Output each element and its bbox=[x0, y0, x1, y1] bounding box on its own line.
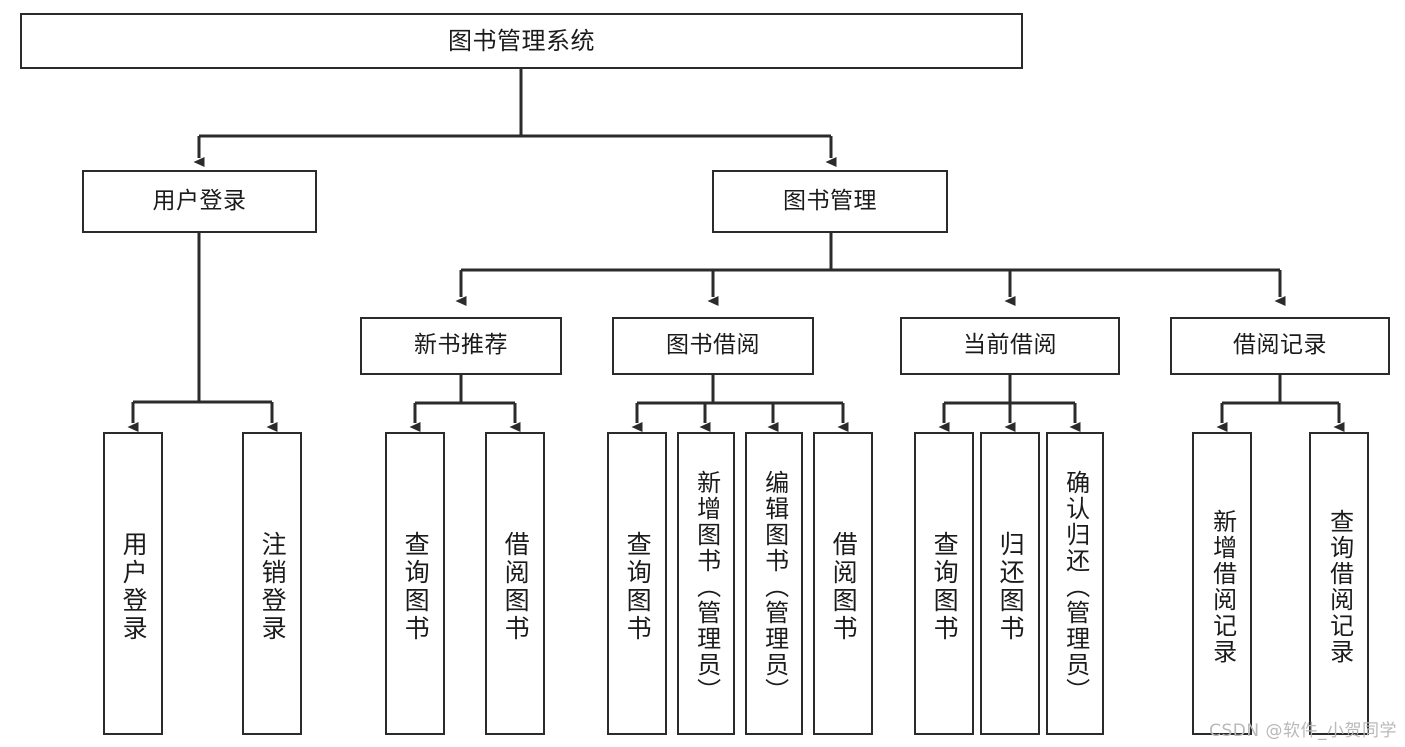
leaf-query-borrow-record[interactable]: 查询借阅记录 bbox=[1309, 432, 1369, 735]
node-label: 借阅图书 bbox=[829, 530, 859, 643]
leaf-borrow-book-recommendation[interactable]: 借阅图书 bbox=[485, 432, 545, 735]
node-label: 查询图书 bbox=[623, 530, 653, 643]
node-label: 归还图书 bbox=[996, 530, 1026, 643]
leaf-confirm-return-admin[interactable]: 确认归还（管理员） bbox=[1046, 432, 1104, 735]
node-borrow-record[interactable]: 借阅记录 bbox=[1170, 317, 1390, 375]
node-user-login[interactable]: 用户登录 bbox=[82, 170, 317, 233]
leaf-query-book-current[interactable]: 查询图书 bbox=[914, 432, 974, 735]
node-label: 查询图书 bbox=[930, 530, 960, 643]
leaf-return-book[interactable]: 归还图书 bbox=[980, 432, 1040, 735]
node-label: 新增图书（管理员） bbox=[692, 469, 721, 704]
leaf-query-book-borrow[interactable]: 查询图书 bbox=[607, 432, 667, 735]
leaf-query-book-recommendation[interactable]: 查询图书 bbox=[385, 432, 445, 735]
node-root-system[interactable]: 图书管理系统 bbox=[20, 13, 1023, 69]
node-label: 借阅图书 bbox=[501, 530, 531, 643]
node-label: 注销登录 bbox=[258, 530, 288, 643]
leaf-user-login[interactable]: 用户登录 bbox=[103, 432, 163, 735]
node-label: 用户登录 bbox=[119, 530, 149, 643]
node-label: 确认归还（管理员） bbox=[1061, 469, 1090, 704]
node-label: 新增借阅记录 bbox=[1208, 508, 1237, 665]
csdn-watermark: CSDN @软件_小贺同学 bbox=[1209, 721, 1397, 741]
node-label: 用户登录 bbox=[152, 187, 247, 214]
leaf-edit-book-admin[interactable]: 编辑图书（管理员） bbox=[745, 432, 803, 735]
node-label: 图书管理 bbox=[783, 187, 877, 214]
node-current-borrow[interactable]: 当前借阅 bbox=[900, 317, 1120, 375]
node-label: 新书推荐 bbox=[414, 332, 508, 359]
node-label: 查询图书 bbox=[401, 530, 431, 643]
node-label: 查询借阅记录 bbox=[1325, 508, 1354, 665]
node-label: 图书借阅 bbox=[666, 332, 760, 359]
node-label: 借阅记录 bbox=[1233, 332, 1327, 359]
leaf-logout[interactable]: 注销登录 bbox=[242, 432, 302, 735]
node-book-management[interactable]: 图书管理 bbox=[712, 170, 948, 233]
node-label: 当前借阅 bbox=[963, 332, 1057, 359]
leaf-borrow-book-borrow[interactable]: 借阅图书 bbox=[813, 432, 873, 735]
node-new-book-recommendation[interactable]: 新书推荐 bbox=[360, 317, 562, 375]
node-book-borrow[interactable]: 图书借阅 bbox=[612, 317, 814, 375]
node-label: 编辑图书（管理员） bbox=[760, 469, 789, 704]
leaf-add-borrow-record[interactable]: 新增借阅记录 bbox=[1192, 432, 1252, 735]
leaf-add-book-admin[interactable]: 新增图书（管理员） bbox=[677, 432, 735, 735]
node-label: 图书管理系统 bbox=[448, 26, 595, 55]
